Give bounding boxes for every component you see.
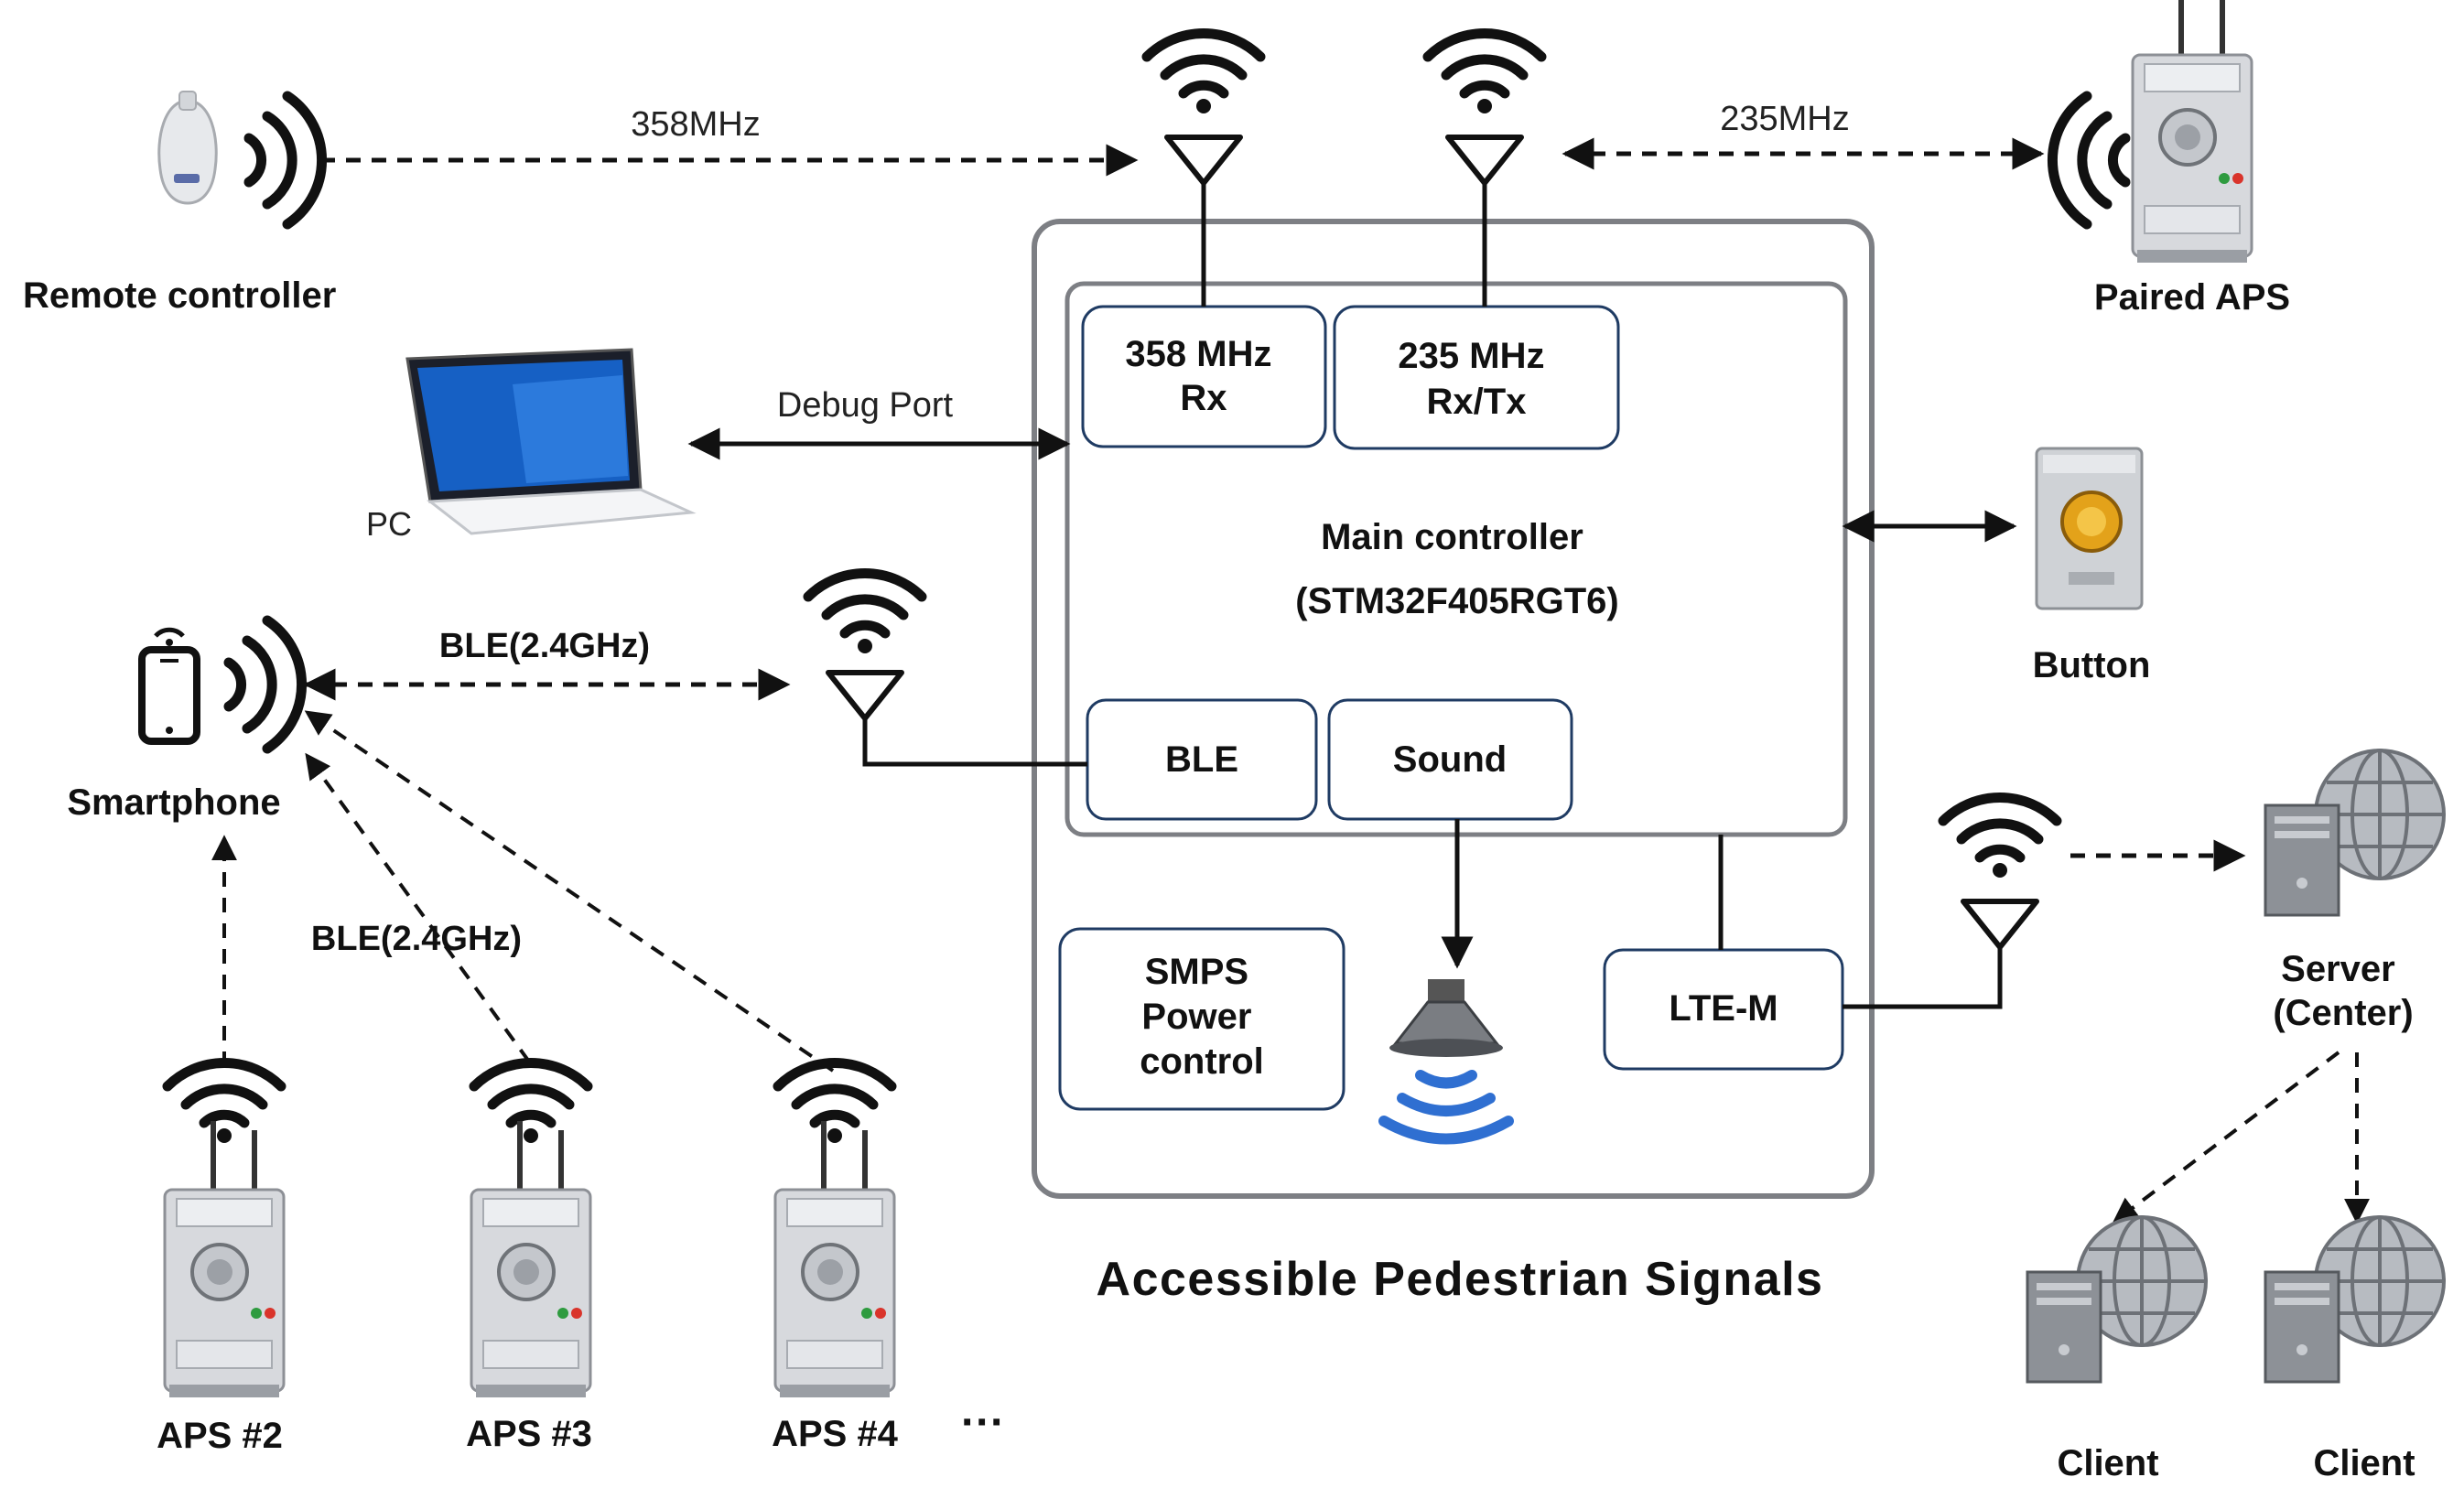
svg-text:Server (Center): Server (Center) bbox=[2273, 949, 2413, 1033]
lte-antenna-feed bbox=[1843, 947, 2003, 1009]
ble-block bbox=[1086, 698, 1318, 821]
remote-controller-label: Remote controller bbox=[23, 275, 336, 316]
remote-controller-icon bbox=[157, 91, 218, 205]
smps-line3: control bbox=[1140, 1041, 1264, 1082]
aps-frame bbox=[1032, 219, 1875, 1199]
ltem-block bbox=[1603, 948, 1844, 1071]
speaker-icon bbox=[1389, 979, 1503, 1057]
smps-line2: Power bbox=[1141, 997, 1251, 1037]
rxtx235-block bbox=[1333, 305, 1620, 450]
paired-235-label: 235MHz bbox=[1720, 100, 1850, 138]
svg-text:Main controller (STM32F405: Main controller (STM32F405RGT6) bbox=[1295, 517, 1618, 621]
rx358-line2: Rx bbox=[1180, 378, 1227, 418]
smps-block bbox=[1058, 927, 1345, 1111]
client1-label: Client bbox=[2057, 1443, 2158, 1483]
client2-icon bbox=[2259, 1215, 2446, 1384]
diagram-title: Accessible Pedestrian Signals bbox=[1097, 1253, 1824, 1306]
ltem-label: LTE-M bbox=[1669, 988, 1778, 1029]
laptop-icon bbox=[405, 348, 697, 535]
debug-port-label: Debug Port bbox=[777, 386, 954, 425]
remote-waves-icon bbox=[249, 96, 322, 224]
antenna-235-icon bbox=[1428, 33, 1541, 183]
aps2-device-icon bbox=[163, 1119, 286, 1399]
aps3-to-smartphone-link bbox=[305, 752, 531, 1063]
antenna-ble-icon bbox=[808, 573, 922, 718]
aps2-label: APS #2 bbox=[157, 1416, 283, 1456]
sound-label: Sound bbox=[1393, 739, 1507, 780]
aps4-label: APS #4 bbox=[772, 1414, 899, 1454]
main-controller-mcu: (STM32F405RGT6) bbox=[1295, 581, 1618, 621]
client1-icon bbox=[2021, 1215, 2208, 1384]
smartphone-icon bbox=[138, 627, 200, 745]
smps-line1: SMPS bbox=[1145, 952, 1248, 992]
ble-aps-label: BLE(2.4GHz) bbox=[311, 920, 522, 958]
smartphone-label: Smartphone bbox=[67, 782, 280, 823]
rxtx235-line1: 235 MHz bbox=[1398, 336, 1544, 376]
sound-wave-icon bbox=[1378, 1070, 1514, 1145]
aps3-device-icon bbox=[470, 1119, 592, 1399]
ble-label: BLE bbox=[1165, 739, 1238, 780]
paired-aps-label: Paired APS bbox=[2094, 277, 2290, 318]
sound-block bbox=[1327, 698, 1573, 821]
remote-358-label: 358MHz bbox=[631, 105, 761, 144]
ble-smartphone-label: BLE(2.4GHz) bbox=[439, 627, 650, 665]
client2-label: Client bbox=[2313, 1443, 2415, 1483]
svg-text:SMPS Power control: SMPS Power control bbox=[1140, 952, 1264, 1082]
rx358-block bbox=[1081, 305, 1327, 448]
smartphone-waves-icon bbox=[229, 620, 302, 749]
aps4-wifi-icon bbox=[778, 1062, 892, 1143]
more-aps-ellipsis: ··· bbox=[961, 1398, 1005, 1447]
button-device-icon bbox=[2035, 447, 2144, 610]
aps3-label: APS #3 bbox=[466, 1414, 592, 1454]
server-to-client1-link bbox=[2112, 1051, 2340, 1224]
button-label: Button bbox=[2033, 645, 2151, 685]
aps4-to-smartphone-link bbox=[304, 710, 835, 1073]
aps4-device-icon bbox=[773, 1119, 896, 1399]
rx358-line1: 358 MHz bbox=[1125, 334, 1271, 374]
antenna-358-icon bbox=[1147, 33, 1260, 183]
rxtx235-line2: Rx/Tx bbox=[1427, 382, 1527, 422]
aps3-wifi-icon bbox=[474, 1062, 588, 1143]
ble-antenna-feed bbox=[862, 718, 1087, 767]
aps2-wifi-icon bbox=[168, 1062, 281, 1143]
paired-aps-icon bbox=[2131, 0, 2253, 264]
svg-text:358 MHz Rx: 358 MHz Rx bbox=[1125, 334, 1281, 418]
paired-aps-waves-icon bbox=[2052, 96, 2125, 224]
svg-text:235 MHz Rx/Tx: 235 MHz Rx/Tx bbox=[1398, 336, 1554, 422]
server-label: Server bbox=[2281, 949, 2395, 989]
server-icon bbox=[2259, 749, 2446, 917]
pc-label: PC bbox=[366, 505, 412, 543]
server-sublabel: (Center) bbox=[2273, 993, 2413, 1033]
antenna-lte-icon bbox=[1943, 797, 2057, 947]
main-controller-label: Main controller bbox=[1321, 517, 1583, 557]
